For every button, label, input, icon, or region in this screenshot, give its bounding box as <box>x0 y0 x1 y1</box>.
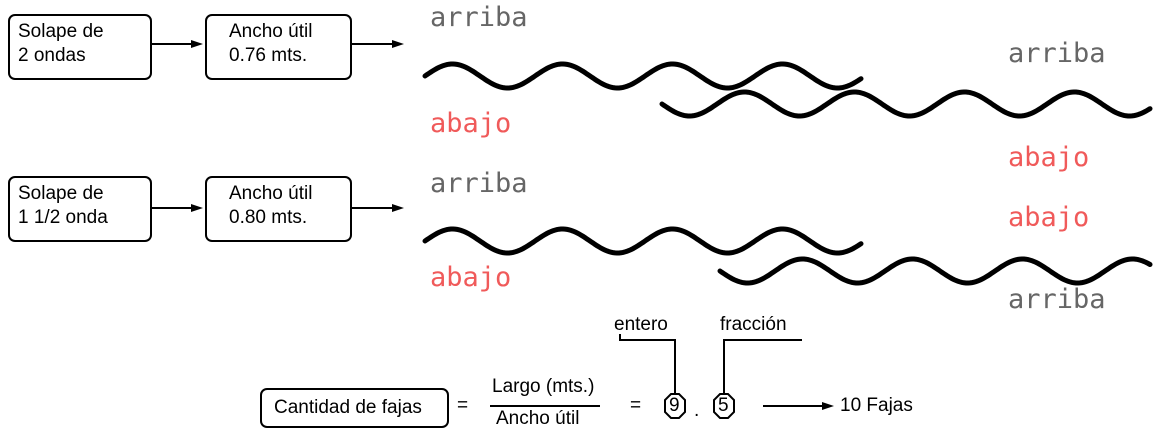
fraccion-label: fracción <box>720 314 787 335</box>
entero-octagon <box>664 393 686 419</box>
ancho-line-2: 0.80 mts. <box>229 207 308 228</box>
ancho-util-076-box: Ancho útil 0.76 mts. <box>205 14 352 80</box>
arrow-2b-head <box>392 204 404 212</box>
solape-line-1: Solape de <box>18 183 104 204</box>
solape-1-1-2-onda-box: Solape de 1 1/2 onda <box>8 176 152 242</box>
ancho-line-1: Ancho útil <box>229 21 313 42</box>
fraction-numerator: Largo (mts.) <box>492 376 595 397</box>
cantidad-de-fajas-box: Cantidad de fajas <box>260 388 449 428</box>
cantidad-label: Cantidad de fajas <box>274 397 422 418</box>
fraction-denominator: Ancho útil <box>496 408 580 429</box>
sheet-wave-row2-upper <box>422 226 864 256</box>
equals-sign-1: = <box>457 395 469 416</box>
equals-sign-2: = <box>630 395 642 416</box>
result-arrow-head <box>822 402 834 410</box>
decimal-point: . <box>694 400 700 421</box>
row2-abajo-left: abajo <box>430 262 512 293</box>
row2-arriba-right-lower: arriba <box>1008 284 1106 315</box>
fraccion-leader <box>723 339 802 394</box>
ancho-line-1: Ancho útil <box>229 183 313 204</box>
row1-abajo-right: abajo <box>1008 142 1090 173</box>
arrow-2a-head <box>191 204 203 212</box>
ancho-util-080-box: Ancho útil 0.80 mts. <box>205 176 352 242</box>
entero-label: entero <box>614 314 668 335</box>
fraccion-octagon <box>713 393 735 419</box>
row1-arriba-left: arriba <box>430 2 528 33</box>
entero-value: 9 <box>669 395 680 416</box>
arrow-1b-head <box>392 40 404 48</box>
sheet-wave-row1-upper <box>422 61 864 91</box>
sheet-wave-row2-lower <box>717 256 1153 286</box>
ancho-line-2: 0.76 mts. <box>229 45 308 66</box>
solape-line-2: 1 1/2 onda <box>18 207 108 228</box>
solape-line-1: Solape de <box>18 21 104 42</box>
row1-abajo-left: abajo <box>430 108 512 139</box>
row2-arriba-left: arriba <box>430 168 528 199</box>
sheet-wave-row1-lower <box>659 89 1153 119</box>
result-text: 10 Fajas <box>840 395 913 416</box>
entero-leader <box>619 334 676 394</box>
arrow-1a-head <box>191 40 203 48</box>
solape-line-2: 2 ondas <box>18 45 86 66</box>
row1-arriba-right: arriba <box>1008 38 1106 69</box>
row2-abajo-right-upper: abajo <box>1008 202 1090 233</box>
fraccion-value: 5 <box>718 395 729 416</box>
solape-2-ondas-box: Solape de 2 ondas <box>8 14 152 80</box>
